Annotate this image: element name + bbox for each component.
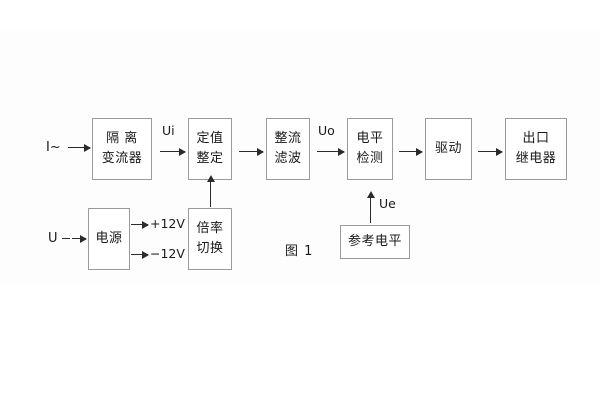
block-multiplier-switch-line-2: 切换 xyxy=(196,241,224,256)
block-rectify-filter: 整流 滤波 xyxy=(266,118,310,180)
block-rectify-filter-line-2: 滤波 xyxy=(274,151,302,166)
block-multiplier-switch-line-1: 倍率 xyxy=(196,220,224,236)
label-current-input: I~ xyxy=(46,140,61,155)
arrow-multiplier-switch-to-setpoint-adjust xyxy=(206,175,215,207)
block-setpoint-adjust-line-2: 整定 xyxy=(196,151,224,166)
label-ui: Ui xyxy=(162,123,175,138)
block-rectify-filter-line-1: 整流 xyxy=(274,130,302,146)
block-power-supply: 电源 xyxy=(88,208,130,270)
block-output-relay: 出口 继电器 xyxy=(505,118,567,180)
arrow-level-detect-to-drive xyxy=(399,147,423,156)
block-output-relay-line-1: 出口 xyxy=(522,130,550,146)
arrow-drive-to-output-relay xyxy=(478,147,503,156)
block-drive-line-1: 驱动 xyxy=(434,140,462,156)
arrow-reference-level-to-level-detect xyxy=(366,191,375,223)
block-level-detect: 电平 检测 xyxy=(347,118,393,180)
arrow-current-input-to-isolation-transformer xyxy=(68,143,91,152)
block-output-relay-line-2: 继电器 xyxy=(515,151,557,166)
block-level-detect-line-1: 电平 xyxy=(356,130,384,146)
block-reference-level: 参考电平 xyxy=(340,225,410,259)
block-multiplier-switch: 倍率 切换 xyxy=(188,208,232,270)
arrow-rail-positive xyxy=(131,220,149,229)
block-setpoint-adjust-line-1: 定值 xyxy=(196,130,224,146)
figure-caption: 图 1 xyxy=(285,244,314,259)
label-uo: Uo xyxy=(318,123,335,138)
label-rail-positive: +12V xyxy=(150,216,185,231)
block-level-detect-line-2: 检测 xyxy=(356,151,384,166)
arrow-rail-negative xyxy=(131,250,149,259)
arrow-rectify-filter-to-level-detect xyxy=(317,147,345,156)
block-drive: 驱动 xyxy=(425,118,472,180)
lead-voltage-input-segment xyxy=(62,238,70,239)
label-rail-negative: −12V xyxy=(150,246,185,261)
block-reference-level-line-1: 参考电平 xyxy=(347,233,402,249)
arrow-setpoint-adjust-to-rectify-filter xyxy=(239,147,264,156)
arrow-isolation-transformer-to-setpoint-adjust xyxy=(160,147,186,156)
block-setpoint-adjust: 定值 整定 xyxy=(188,118,232,180)
arrow-voltage-input-to-power-supply xyxy=(72,234,87,243)
block-isolation-transformer-line-2: 变流器 xyxy=(101,151,143,166)
label-voltage-input: U xyxy=(48,231,58,246)
block-isolation-transformer: 隔 离 变流器 xyxy=(92,118,152,180)
block-power-supply-line-1: 电源 xyxy=(95,230,123,246)
label-ue: Ue xyxy=(379,196,396,211)
block-isolation-transformer-line-1: 隔 离 xyxy=(106,130,138,146)
